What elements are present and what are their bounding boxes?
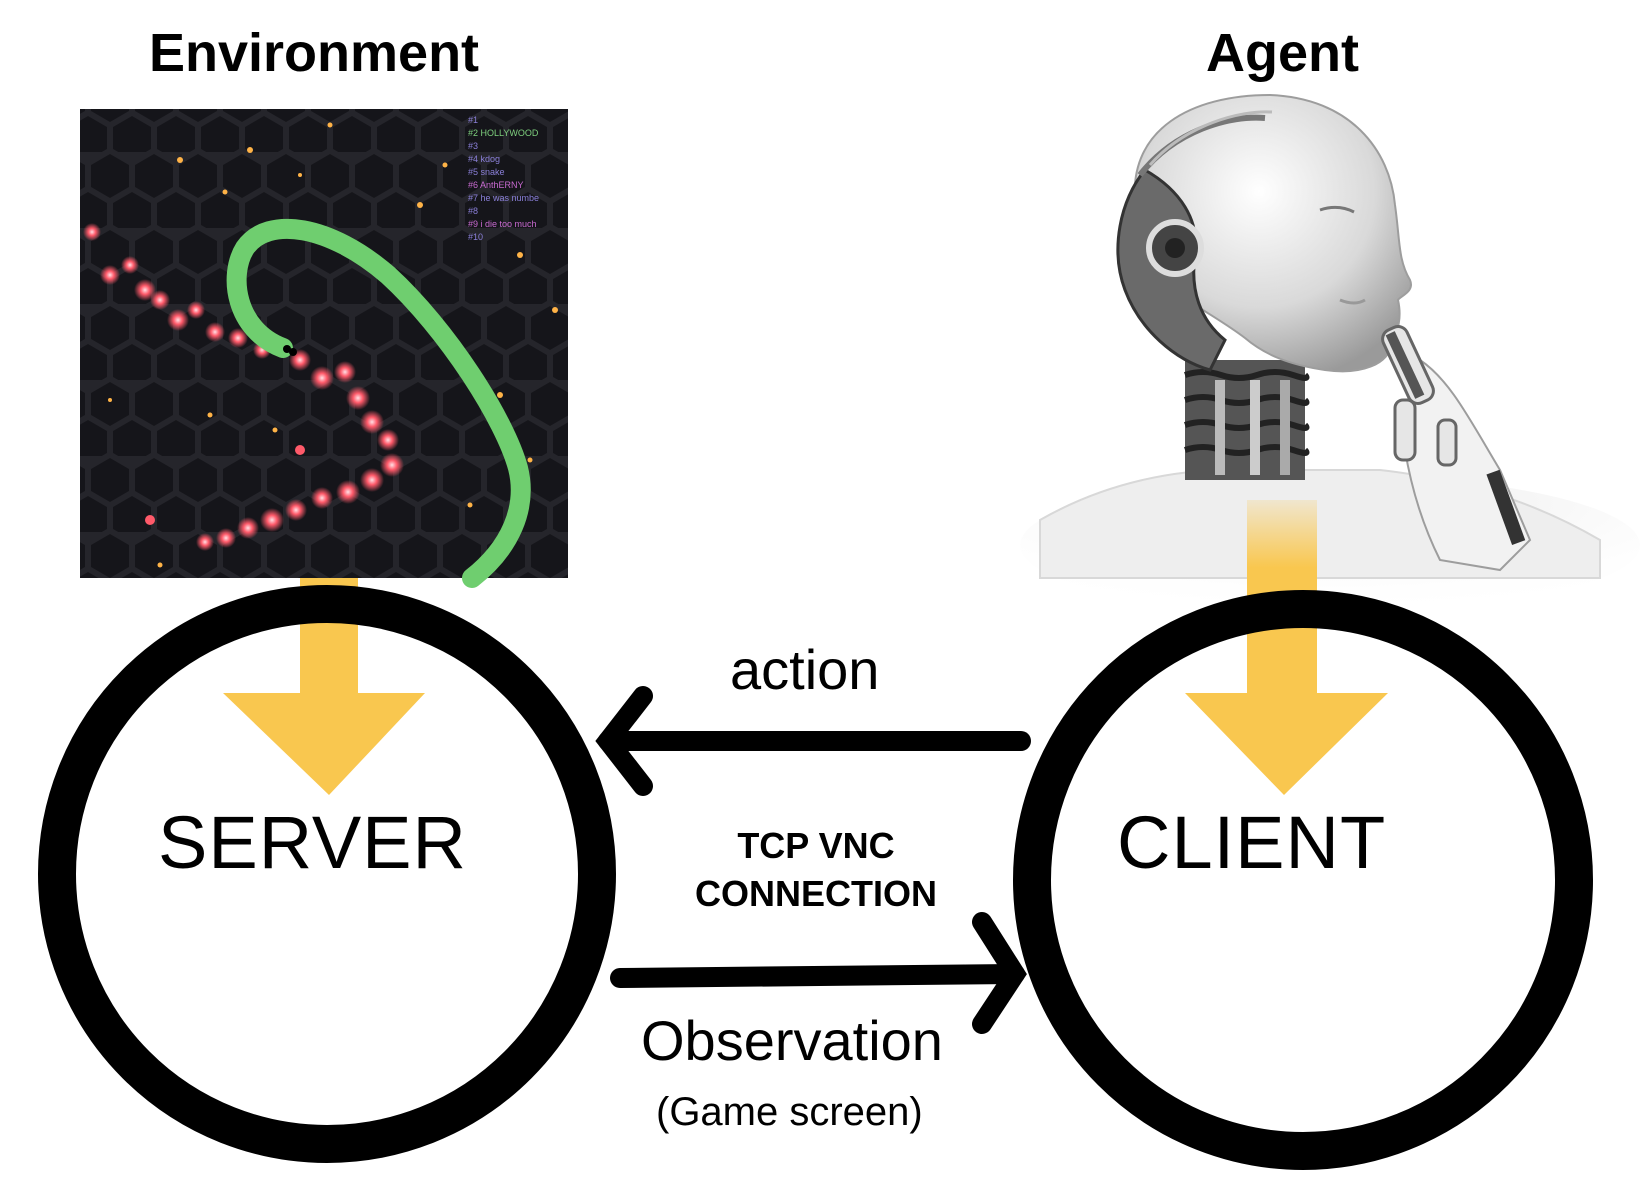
observation-note: (Game screen)	[656, 1090, 923, 1134]
leaderboard-row: #3	[468, 141, 478, 151]
connection-label-line1: TCP VNC	[737, 825, 895, 866]
leaderboard-row: #8	[468, 206, 478, 216]
action-label: action	[730, 638, 880, 701]
leaderboard-row: #7 he was numbe	[468, 193, 539, 203]
leaderboard-row: #1	[468, 115, 478, 125]
leaderboard-row: #5 snake	[468, 167, 505, 177]
robot-hand	[1381, 325, 1532, 572]
observation-label: Observation	[641, 1009, 943, 1072]
robot-neck	[1184, 360, 1310, 480]
leaderboard-row: #4 kdog	[468, 154, 500, 164]
server-node	[38, 585, 616, 1163]
leaderboard-row: #9 i die too much	[468, 219, 537, 229]
food-pellets	[83, 223, 404, 551]
leaderboard-row: #2 HOLLYWOOD	[468, 128, 539, 138]
client-label: CLIENT	[1117, 801, 1387, 884]
server-label: SERVER	[158, 801, 467, 884]
observation-arrow	[610, 912, 1027, 1034]
robot-agent-illustration	[1020, 93, 1640, 615]
game-screenshot: #1 #2 HOLLYWOOD #3 #4 kdog #5 snake #6 A…	[80, 109, 568, 588]
leaderboard-row: #10	[468, 232, 483, 242]
connection-label-line2: CONNECTION	[695, 873, 937, 914]
orange-dots	[108, 122, 558, 568]
agent-title: Agent	[1206, 23, 1359, 83]
action-arrow	[595, 686, 1031, 796]
environment-title: Environment	[149, 23, 480, 83]
leaderboard: #1 #2 HOLLYWOOD #3 #4 kdog #5 snake #6 A…	[468, 115, 539, 242]
snake	[226, 218, 531, 588]
client-node	[1013, 590, 1593, 1170]
connection-label: TCP VNC CONNECTION	[660, 822, 972, 918]
leaderboard-row: #6 AnthERNY	[468, 180, 524, 190]
